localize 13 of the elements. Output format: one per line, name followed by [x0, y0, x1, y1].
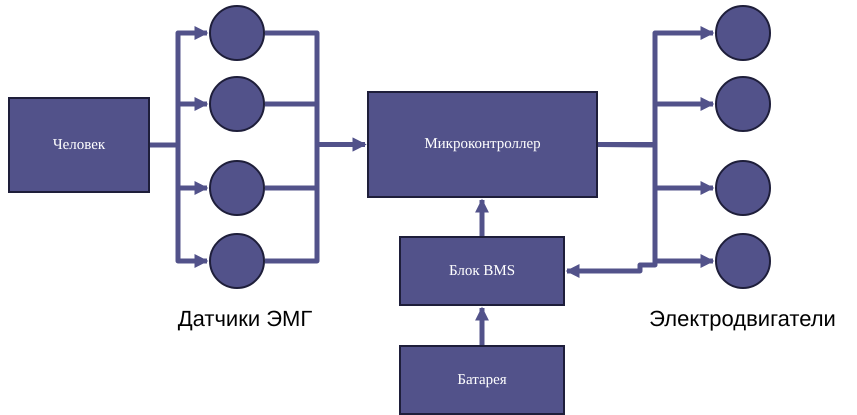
arrow	[475, 198, 489, 236]
box-label: Человек	[52, 136, 106, 154]
process-box	[399, 236, 565, 306]
process-box	[8, 97, 150, 193]
arrow	[265, 138, 366, 264]
process-box	[367, 91, 598, 198]
group-label: Электродвигатели	[648, 305, 837, 332]
arrow	[475, 306, 489, 345]
group-label: Датчики ЭМГ	[176, 305, 314, 332]
box-label: Батарея	[457, 370, 507, 390]
box-label: Блок BMS	[448, 262, 516, 280]
box-label: Микроконтроллер	[424, 135, 541, 154]
process-box	[399, 345, 565, 415]
